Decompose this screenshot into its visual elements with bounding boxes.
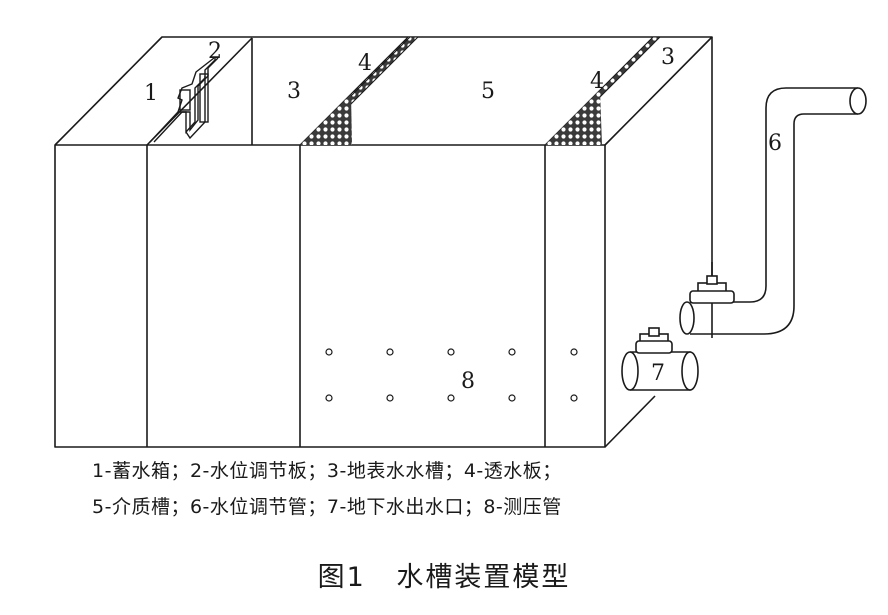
piezometer-hole [325,348,333,356]
figure-title: 水槽装置模型 [396,562,571,593]
label-permeable-plate-right: 4 [590,69,604,94]
label-surface-trough-left: 3 [287,79,301,104]
tank-bottom-right-edge [604,395,656,448]
legend-line-1: 1-蓄水箱；2-水位调节板；3-地表水水槽；4-透水板； [92,460,562,482]
piezometer-hole [386,348,394,356]
label-outlet: 7 [651,361,665,386]
piezometer-hole [508,348,516,356]
figure-number: 图1 [317,562,366,593]
piezometer-holes [325,348,578,402]
level-pipe [679,87,867,335]
piezometer-hole [570,394,578,402]
tank-top-edge [54,36,713,146]
level-plate [149,57,219,143]
label-storage-tank: 1 [144,81,158,106]
outlet [621,327,699,391]
piezometer-hole [447,348,455,356]
piezometer-hole [386,394,394,402]
label-level-plate: 2 [208,39,222,64]
label-surface-trough-right: 3 [661,45,675,70]
piezometer-hole [508,394,516,402]
piezometer-hole [570,348,578,356]
figure-caption: 图1 水槽装置模型 [0,555,888,594]
permeable-plate-right-wedge [545,90,602,145]
label-level-pipe: 6 [768,131,782,156]
label-piezometer: 8 [461,369,475,394]
piezometer-hole [447,394,455,402]
label-permeable-plate-left: 4 [358,51,372,76]
permeable-plate-left-wedge [300,94,352,145]
label-media-trough: 5 [481,79,495,104]
tank-front-face [54,144,606,448]
legend-line-2: 5-介质槽；6-水位调节管；7-地下水出水口；8-测压管 [92,496,562,518]
piezometer-hole [325,394,333,402]
